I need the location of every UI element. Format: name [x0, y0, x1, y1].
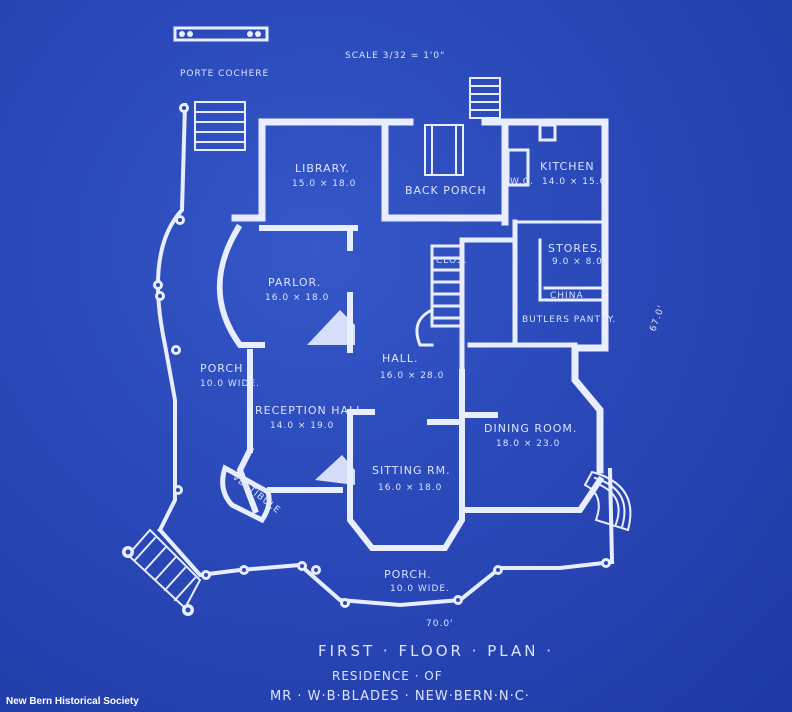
kitchen-details	[506, 123, 607, 302]
bottom-dimension: 70.0'	[426, 619, 454, 629]
reception-hall-label: RECEPTION HALL	[255, 404, 363, 417]
vestibule-wall	[220, 464, 272, 524]
sitting-room-size: 16.0 × 18.0	[378, 483, 442, 493]
side-porch-label: PORCH	[200, 362, 243, 375]
scale-note: SCALE 3/32 = 1'0"	[345, 51, 445, 61]
front-porch-rail	[157, 527, 615, 608]
dining-room-label: DINING ROOM.	[484, 422, 577, 435]
stores-label: STORES.	[548, 242, 602, 255]
right-dimension: 67.0'	[648, 304, 667, 333]
parlor-bay-wall	[216, 223, 265, 348]
closet-label: CLOS.	[436, 256, 468, 266]
parlor-fireplace	[307, 310, 355, 345]
hall-interior-walls	[459, 219, 578, 375]
hall-size: 16.0 × 28.0	[380, 371, 444, 381]
porte-cochere-label: PORTE COCHERE	[180, 69, 269, 79]
sitting-bay-wall	[347, 412, 465, 551]
plan-title: FIRST · FLOOR · PLAN ·	[318, 642, 554, 660]
front-porch-label: PORCH.	[384, 568, 432, 581]
east-porch-rail	[607, 467, 615, 565]
rear-steps	[469, 77, 501, 119]
reception-hall-size: 14.0 × 19.0	[270, 421, 334, 431]
parlor-size: 16.0 × 18.0	[265, 293, 329, 303]
dining-room-size: 18.0 × 23.0	[496, 439, 560, 449]
porte-cochere-beam	[173, 26, 269, 42]
china-label: CHINA	[550, 291, 584, 301]
reception-walls	[236, 349, 375, 514]
east-curved-steps	[583, 470, 632, 532]
side-porch-rail	[156, 102, 188, 533]
library-label: LIBRARY.	[295, 162, 350, 175]
front-porch-width: 10.0 WIDE.	[390, 584, 450, 594]
wc-label: W.C.	[510, 177, 534, 187]
hall-label: HALL.	[382, 352, 419, 365]
side-porch-width: 10.0 WIDE.	[200, 379, 260, 389]
exterior-walls	[231, 118, 609, 474]
sitting-room-label: SITTING RM.	[372, 464, 451, 477]
credit-watermark: New Bern Historical Society	[6, 696, 139, 707]
back-porch-stairs	[424, 124, 464, 176]
porch-columns	[122, 103, 611, 616]
porte-cochere-posts	[179, 31, 261, 37]
butlers-pantry-label: BUTLERS PANTRY.	[522, 315, 616, 325]
kitchen-size: 14.0 × 15.0	[542, 177, 606, 187]
sitting-fireplace	[315, 455, 355, 485]
kitchen-label: KITCHEN	[540, 160, 595, 173]
parlor-label: PARLOR.	[268, 276, 321, 289]
plan-subtitle: RESIDENCE · OF	[332, 669, 443, 683]
library-size: 15.0 × 18.0	[292, 179, 356, 189]
owner-line: MR · W·B·BLADES · NEW·BERN·N·C·	[270, 689, 530, 704]
front-corner-steps	[126, 528, 202, 610]
side-porch-steps	[194, 101, 246, 151]
back-porch-label: BACK PORCH	[405, 184, 487, 197]
stores-size: 9.0 × 8.0	[552, 257, 603, 267]
